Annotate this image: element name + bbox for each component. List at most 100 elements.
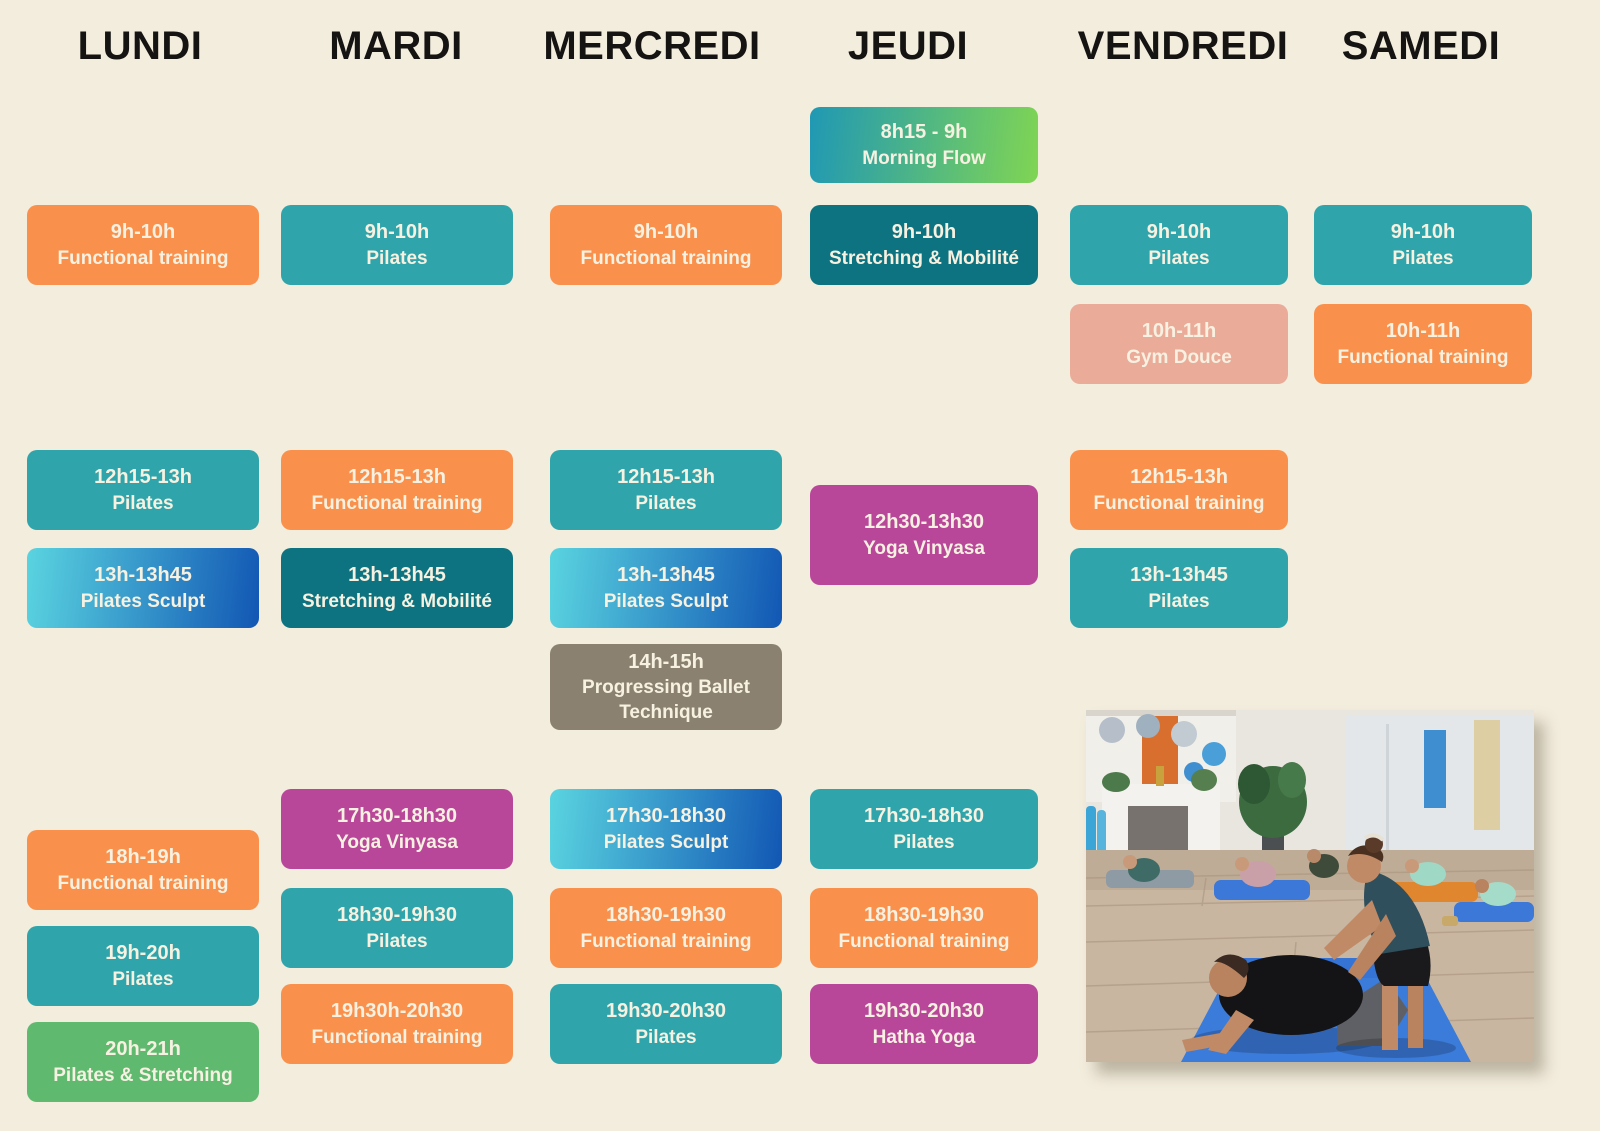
class-time: 9h-10h	[364, 221, 430, 244]
class-name: Functional training	[311, 1026, 483, 1048]
class-time: 10h-11h	[1385, 320, 1461, 343]
class-name: Stretching & Mobilité	[829, 247, 1019, 269]
class-time: 8h15 - 9h	[880, 121, 968, 144]
class-time: 19h30-20h30	[605, 1000, 727, 1023]
class-name: Functional training	[580, 247, 752, 269]
class-time: 13h-13h45	[348, 564, 446, 587]
class-name: Pilates	[635, 492, 697, 514]
class-name: Yoga Vinyasa	[863, 537, 985, 559]
class-time: 18h30-19h30	[336, 904, 458, 927]
class-name: Pilates	[1148, 590, 1210, 612]
class-time: 18h30-19h30	[605, 904, 727, 927]
class-time: 10h-11h	[1141, 320, 1217, 343]
class-name: Pilates	[112, 968, 174, 990]
class-time: 12h15-13h	[617, 466, 715, 489]
class-time: 18h-19h	[105, 846, 181, 869]
day-header-jeudi: JEUDI	[847, 24, 969, 68]
class-name: Pilates	[635, 1026, 697, 1048]
class-name: Functional training	[57, 247, 229, 269]
class-name: Pilates	[893, 831, 955, 853]
class-name: Functional training	[311, 492, 483, 514]
class-name: Pilates Sculpt	[603, 590, 729, 612]
day-header-vendredi: VENDREDI	[1077, 24, 1289, 68]
class-time: 17h30-18h30	[605, 805, 727, 828]
class-time: 17h30-18h30	[336, 805, 458, 828]
class-time: 19h30h-20h30	[330, 1000, 464, 1023]
class-name: Pilates	[1392, 247, 1454, 269]
class-time: 17h30-18h30	[863, 805, 985, 828]
class-name: Functional training	[1093, 492, 1265, 514]
class-name: Pilates Sculpt	[603, 831, 729, 853]
class-name: Gym Douce	[1126, 346, 1232, 368]
class-time: 9h-10h	[1146, 221, 1212, 244]
class-name: Stretching & Mobilité	[302, 590, 492, 612]
class-time: 20h-21h	[105, 1038, 181, 1061]
class-time: 13h-13h45	[94, 564, 192, 587]
class-time: 9h-10h	[1390, 221, 1456, 244]
class-name: Pilates	[366, 247, 428, 269]
day-header-lundi: LUNDI	[77, 24, 203, 68]
class-time: 18h30-19h30	[863, 904, 985, 927]
class-time: 13h-13h45	[1130, 564, 1228, 587]
class-time: 13h-13h45	[617, 564, 715, 587]
class-time: 12h15-13h	[348, 466, 446, 489]
class-time: 19h30-20h30	[863, 1000, 985, 1023]
class-time: 9h-10h	[633, 221, 699, 244]
day-header-samedi: SAMEDI	[1341, 24, 1501, 68]
class-name: Functional training	[57, 872, 229, 894]
class-name: Morning Flow	[862, 147, 986, 169]
class-name: Pilates Sculpt	[80, 590, 206, 612]
class-time: 9h-10h	[110, 221, 176, 244]
class-name: Functional training	[838, 930, 1010, 952]
class-time: 12h15-13h	[1130, 466, 1228, 489]
class-name: Functional training	[580, 930, 752, 952]
class-name: Pilates	[1148, 247, 1210, 269]
class-time: 12h30-13h30	[863, 511, 985, 534]
class-name: Yoga Vinyasa	[336, 831, 458, 853]
class-photo	[1086, 710, 1534, 1062]
class-name: Pilates & Stretching	[53, 1064, 233, 1086]
class-time: 9h-10h	[891, 221, 957, 244]
class-time: 14h-15h	[628, 650, 704, 673]
class-photo-illustration	[1086, 710, 1534, 1062]
day-header-mercredi: MERCREDI	[543, 24, 761, 68]
class-time: 19h-20h	[105, 942, 181, 965]
class-name: Pilates	[366, 930, 428, 952]
class-name: Functional training	[1337, 346, 1509, 368]
class-name: Pilates	[112, 492, 174, 514]
class-block-jeudi-1: 8h15 - 9h Morning Flow	[810, 107, 1038, 183]
class-time: 12h15-13h	[94, 466, 192, 489]
class-name: Progressing Ballet Technique	[582, 677, 750, 724]
